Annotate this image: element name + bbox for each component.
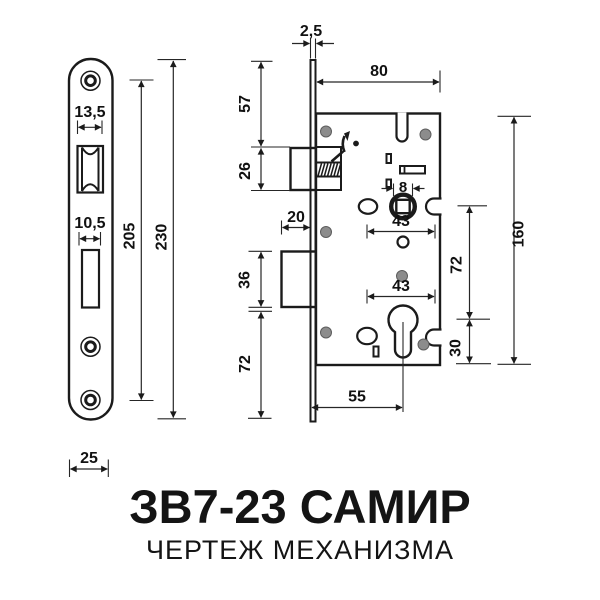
top-notch bbox=[395, 112, 409, 143]
dim-hole-span-lower: 43 bbox=[366, 278, 436, 304]
drawing-subtitle: ЧЕРТЕЖ МЕХАНИЗМА bbox=[146, 535, 454, 565]
oval-hole-lower bbox=[356, 326, 378, 346]
dim-plate-height: 230 bbox=[154, 59, 186, 420]
svg-text:72: 72 bbox=[237, 355, 254, 373]
dim-latch-throw: 20 bbox=[280, 209, 311, 235]
screw-hole-top bbox=[80, 70, 101, 91]
dim-cylinder-to-bottom: 30 bbox=[448, 319, 491, 365]
dim-plate-width: 25 bbox=[68, 450, 109, 477]
small-hole bbox=[396, 235, 410, 249]
screw-hole-middle bbox=[80, 336, 101, 357]
svg-text:160: 160 bbox=[511, 221, 528, 248]
dim-screw-span: 205 bbox=[122, 79, 154, 402]
slot bbox=[385, 153, 392, 164]
lock-body-side-view: 2,5 80 57 26 20 bbox=[237, 23, 531, 423]
dim-body-height: 160 bbox=[497, 115, 531, 365]
spring-hatch bbox=[317, 163, 342, 177]
dim-follower-to-cylinder: 72 bbox=[449, 205, 490, 320]
svg-text:30: 30 bbox=[448, 339, 465, 357]
drawing-title: ЗВ7-23 САМИР bbox=[129, 480, 471, 533]
dim-backset: 55 bbox=[311, 389, 403, 411]
dim-bolt-to-bottom: 72 bbox=[237, 310, 272, 419]
right-notch-lower bbox=[424, 328, 442, 347]
dim-top-to-latch: 57 bbox=[237, 60, 290, 148]
svg-text:36: 36 bbox=[237, 271, 254, 289]
svg-text:43: 43 bbox=[392, 278, 410, 295]
svg-text:13,5: 13,5 bbox=[74, 104, 105, 121]
svg-text:26: 26 bbox=[237, 162, 254, 180]
svg-text:57: 57 bbox=[237, 95, 254, 113]
rivet bbox=[320, 326, 332, 339]
svg-text:43: 43 bbox=[392, 213, 410, 230]
screw-hole-bottom bbox=[80, 389, 101, 411]
lever-pawl bbox=[344, 131, 350, 141]
svg-text:20: 20 bbox=[287, 209, 305, 226]
deadbolt-cutout bbox=[80, 248, 101, 309]
dim-bolt-height: 36 bbox=[237, 250, 272, 308]
svg-text:25: 25 bbox=[80, 450, 98, 467]
slot bbox=[372, 345, 380, 358]
svg-text:80: 80 bbox=[370, 63, 388, 80]
lock-case-outline bbox=[314, 112, 442, 367]
svg-text:230: 230 bbox=[154, 224, 171, 251]
svg-text:72: 72 bbox=[449, 256, 466, 274]
svg-text:205: 205 bbox=[122, 223, 139, 250]
oval-hole-upper bbox=[357, 198, 379, 215]
dim-body-width: 80 bbox=[316, 63, 441, 93]
svg-text:8: 8 bbox=[399, 179, 407, 196]
dim-latch-hole-width: 13,5 bbox=[74, 104, 106, 134]
rivet bbox=[320, 226, 332, 238]
dim-latch-height: 26 bbox=[237, 147, 290, 192]
rivet bbox=[417, 338, 430, 351]
dim-hole-span-upper: 43 bbox=[366, 213, 436, 239]
faceplate-edge-view bbox=[309, 59, 317, 423]
latch-cutout bbox=[76, 144, 105, 194]
rivet bbox=[320, 125, 332, 138]
spindle-hole bbox=[389, 192, 418, 221]
right-notch-upper bbox=[424, 197, 442, 216]
dim-bolt-hole-width: 10,5 bbox=[74, 215, 106, 246]
horizontal-slot bbox=[399, 165, 426, 175]
faceplate-front-view: 13,5 10,5 205 230 25 bbox=[67, 57, 186, 477]
svg-text:10,5: 10,5 bbox=[74, 215, 105, 232]
dim-plate-thickness: 2,5 bbox=[292, 23, 334, 59]
pivot-dot bbox=[353, 140, 359, 147]
svg-text:2,5: 2,5 bbox=[300, 23, 322, 40]
svg-text:55: 55 bbox=[348, 389, 366, 406]
rivet bbox=[419, 128, 432, 141]
latch-bolt bbox=[289, 146, 318, 192]
rivets bbox=[320, 125, 432, 351]
latch-lever bbox=[330, 135, 346, 163]
rivet bbox=[396, 270, 408, 282]
dim-follower-square: 8 bbox=[381, 179, 425, 196]
latch-mechanism bbox=[315, 131, 359, 191]
